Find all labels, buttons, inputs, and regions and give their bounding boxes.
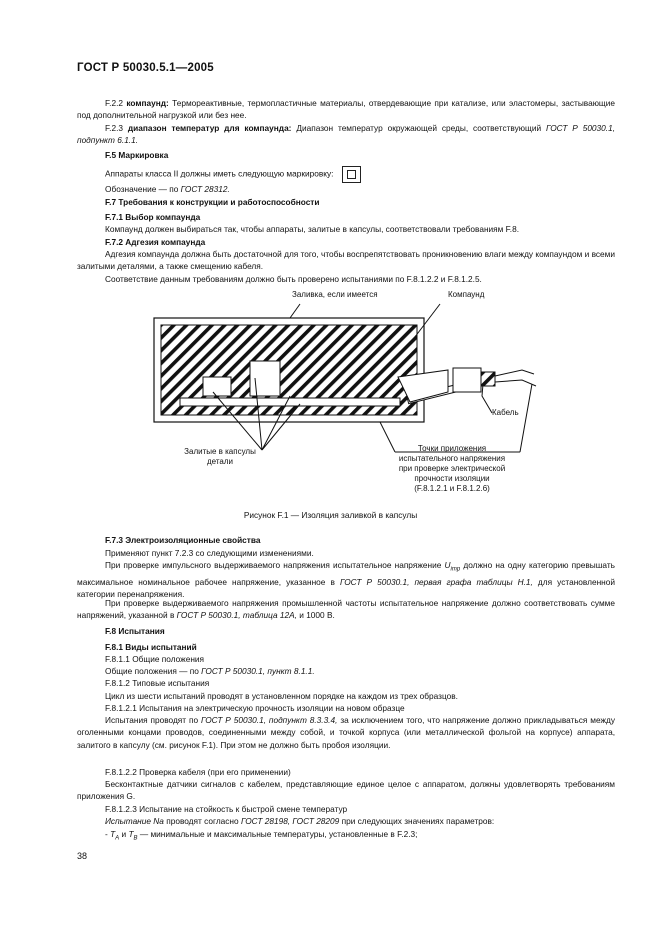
page-header: ГОСТ Р 50030.5.1—2005 — [77, 62, 214, 74]
label-parts: Залитые в капсулы детали — [184, 447, 256, 466]
leader-filling — [289, 303, 301, 319]
cable-wires — [494, 369, 537, 387]
heading-f8: F.8 Испытания — [105, 626, 165, 636]
heading-f7: F.7 Требования к конструкции и работоспо… — [105, 197, 320, 207]
page-number: 38 — [77, 851, 88, 861]
heading-f71: F.7.1 Выбор компаунда — [105, 212, 201, 222]
para-f5-designation: Обозначение — по ГОСТ 28312. — [105, 184, 230, 194]
cable-end — [452, 367, 482, 393]
heading-f73: F.7.3 Электроизоляционные свойства — [105, 535, 261, 545]
heading-f8123: F.8.1.2.3 Испытание на стойкость к быстр… — [105, 804, 348, 814]
leader-parts — [212, 377, 301, 451]
heading-f812: F.8.1.2 Типовые испытания — [105, 678, 210, 688]
para-f73-3: При проверке выдерживаемого напряжения п… — [77, 598, 615, 621]
leader-cable — [481, 383, 493, 414]
para-f23: F.2.3 диапазон температур для компаунда:… — [77, 123, 616, 146]
label-test-points: Точки приложения испытательного напряжен… — [398, 444, 506, 493]
para-f811: Общие положения — по ГОСТ Р 50030.1, пун… — [105, 666, 315, 676]
para-f72-2: Соответствие данным требованиям должно б… — [105, 274, 482, 284]
cable-insulation — [480, 371, 496, 387]
heading-f81: F.8.1 Виды испытаний — [105, 642, 197, 652]
leader-compound — [404, 303, 441, 351]
heading-f72: F.7.2 Адгезия компаунда — [105, 237, 206, 247]
para-f73-1: Применяют пункт 7.2.3 со следующими изме… — [105, 548, 314, 558]
para-f71: Компаунд должен выбираться так, чтобы ап… — [105, 224, 520, 234]
heading-f811: F.8.1.1 Общие положения — [105, 654, 205, 664]
class-ii-symbol-icon — [341, 166, 361, 183]
para-f8123: Испытание Na проводят согласно ГОСТ 2819… — [105, 816, 495, 826]
para-f22: F.2.2 компаунд: Термореактивные, термопл… — [77, 98, 616, 121]
figure-caption: Рисунок F.1 — Изоляция заливкой в капсул… — [243, 510, 418, 520]
heading-f5: F.5 Маркировка — [105, 150, 169, 160]
para-f72-1: Адгезия компаунда должна быть достаточно… — [77, 249, 615, 272]
heading-f8122: F.8.1.2.2 Проверка кабеля (при его приме… — [105, 767, 291, 777]
circuit-board — [179, 397, 401, 407]
label-filling: Заливка, если имеется — [292, 290, 378, 299]
component-large — [249, 360, 281, 397]
leader-points — [379, 383, 533, 453]
heading-f8121: F.8.1.2.1 Испытания на электрическую про… — [105, 703, 405, 713]
label-cable: Кабель — [492, 408, 519, 417]
para-f5-marking: Аппараты класса II должны иметь следующу… — [105, 166, 361, 183]
para-f8121: Испытания проводят по ГОСТ Р 50030.1, по… — [77, 715, 616, 750]
para-f812: Цикл из шести испытаний проводят в устан… — [105, 691, 458, 701]
label-compound: Компаунд — [448, 290, 485, 299]
para-temperatures: - TA и TB — минимальные и максимальные т… — [105, 829, 418, 842]
para-f73-2: При проверке импульсного выдерживаемого … — [77, 560, 615, 600]
para-f8122: Бесконтактные датчики сигналов с кабелем… — [77, 779, 615, 802]
component-small — [202, 376, 232, 397]
cable-sheath — [397, 369, 449, 403]
